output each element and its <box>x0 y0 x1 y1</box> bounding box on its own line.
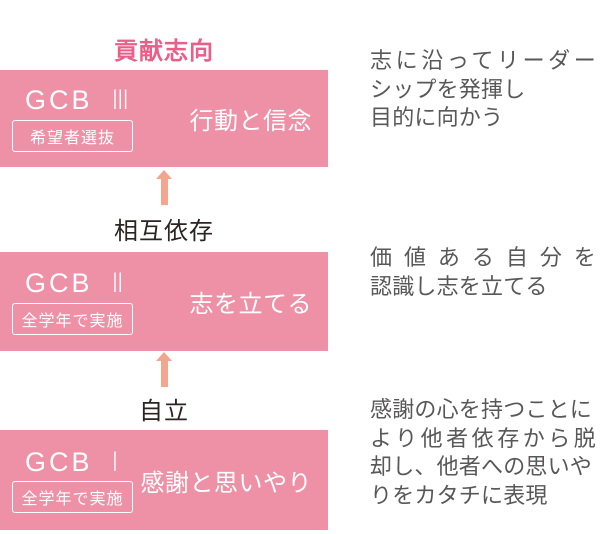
description-line: 価値ある自分を <box>370 245 596 270</box>
up-arrow-1 <box>0 170 328 205</box>
gcb-1-name: GCB Ⅰ <box>25 446 122 477</box>
stage-label-interdependence: 相互依存 <box>114 218 214 245</box>
arrow-shaft <box>160 361 168 387</box>
gcb-1-theme: 感謝と思いやり <box>140 469 312 497</box>
description-line: 却し、他者への思いや <box>370 454 593 479</box>
gcb-2-name: GCB Ⅱ <box>25 268 128 299</box>
gcb-3-box: GCB Ⅲ 希望者選抜 行動と信念 <box>0 70 328 167</box>
gcb-2-box: GCB Ⅱ 全学年で実施 志を立てる <box>0 252 328 351</box>
gcb-3-left-group: GCB Ⅲ 希望者選抜 <box>0 85 133 152</box>
stage-label-independence: 自立 <box>139 398 189 425</box>
gcb-3-badge: 希望者選抜 <box>12 119 133 152</box>
gcb-2-badge: 全学年で実施 <box>12 302 133 335</box>
gcb-2-description: 価値ある自分を 認識し志を立てる <box>370 244 596 301</box>
gcb-1-badge: 全学年で実施 <box>12 481 133 514</box>
description-line: 感謝の心を持つことに <box>370 397 593 422</box>
arrow-shaft <box>160 179 168 205</box>
gcb-3-name: GCB Ⅲ <box>25 85 133 116</box>
gcb-1-description: 感謝の心を持つことに より他者依存から脱 却し、他者への思いや りをカタチに表現 <box>370 396 596 510</box>
description-line: 志に沿ってリーダー <box>370 48 596 73</box>
gcb-1-left-group: GCB Ⅰ 全学年で実施 <box>0 446 133 514</box>
gcb-3-theme: 行動と信念 <box>189 108 312 135</box>
description-line: より他者依存から脱 <box>370 425 596 451</box>
description-line: シップを発揮し <box>370 76 526 102</box>
arrow-head-icon <box>156 352 172 361</box>
arrow-head-icon <box>156 170 172 179</box>
description-line: 目的に向かう <box>370 105 504 130</box>
stage-label-contribution: 貢献志向 <box>114 38 214 65</box>
up-arrow-2 <box>0 352 328 387</box>
gcb-3-description: 志に沿ってリーダー シップを発揮し 目的に向かう <box>370 47 596 133</box>
gcb-1-box: GCB Ⅰ 全学年で実施 感謝と思いやり <box>0 430 328 530</box>
description-line: りをカタチに表現 <box>370 482 548 508</box>
gcb-2-left-group: GCB Ⅱ 全学年で実施 <box>0 268 133 335</box>
description-line: 認識し志を立てる <box>370 273 548 299</box>
gcb-2-theme: 志を立てる <box>189 291 312 318</box>
